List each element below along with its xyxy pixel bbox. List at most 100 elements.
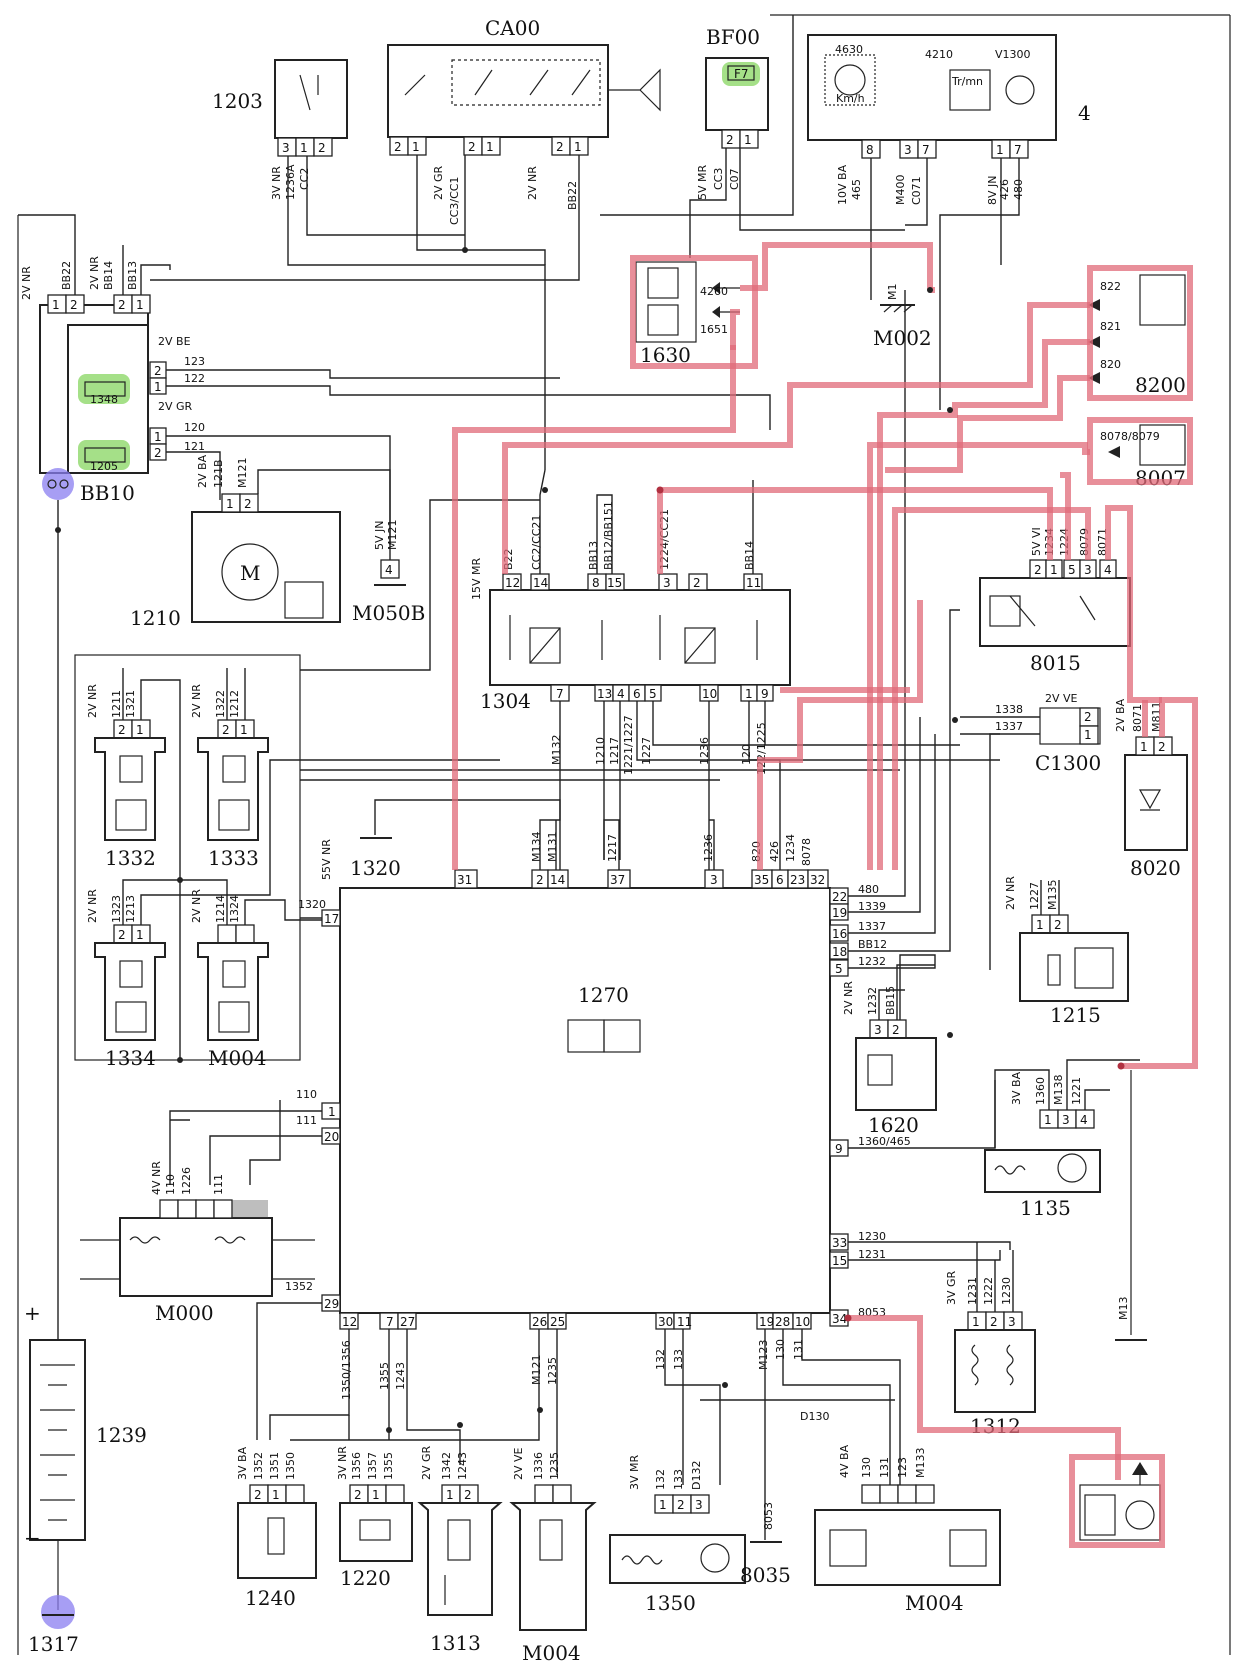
svg-text:BB15: BB15	[884, 986, 897, 1015]
svg-text:CC3: CC3	[712, 168, 725, 190]
svg-text:1356: 1356	[350, 1452, 363, 1480]
ecu-bottom-pins: 12 7 27 26 25 30 11 19 28 10	[339, 1312, 812, 1330]
svg-text:1211: 1211	[110, 690, 123, 718]
component-1215: 3 2 1620 2V NR 1232 BB15	[842, 981, 937, 1137]
svg-text:6: 6	[633, 687, 641, 701]
svg-text:32: 32	[810, 873, 825, 887]
svg-text:2: 2	[536, 873, 544, 887]
svg-text:2: 2	[1084, 710, 1092, 724]
ecu-top-pins: 31 2 14 37 3 35 6 23 32	[454, 869, 829, 889]
svg-text:133: 133	[672, 1469, 685, 1490]
svg-text:1: 1	[659, 1498, 667, 1512]
svg-text:1212: 1212	[228, 690, 241, 718]
svg-text:19: 19	[759, 1315, 774, 1329]
svg-text:M123: M123	[757, 1340, 770, 1371]
svg-text:M050B: M050B	[352, 601, 425, 625]
svg-text:3: 3	[1062, 1113, 1070, 1127]
svg-text:1: 1	[412, 140, 420, 154]
svg-text:15V MR: 15V MR	[470, 557, 483, 600]
svg-text:111: 111	[296, 1114, 317, 1127]
svg-text:8: 8	[592, 576, 600, 590]
component-8200: 822 821 820 8200	[1088, 274, 1186, 397]
svg-text:1323: 1323	[110, 895, 123, 923]
svg-text:123: 123	[896, 1457, 909, 1478]
component-instrument-panel: 4630 Km/h 4210 Tr/mn V1300 8 3 7 1 7 4	[807, 34, 1091, 159]
svg-text:2: 2	[118, 723, 126, 737]
svg-text:1135: 1135	[1020, 1196, 1071, 1220]
svg-text:1243: 1243	[394, 1362, 407, 1390]
svg-text:CC2/CC21: CC2/CC21	[530, 515, 543, 570]
svg-text:7: 7	[386, 1315, 394, 1329]
svg-text:C071: C071	[910, 176, 923, 205]
svg-text:5: 5	[835, 962, 843, 976]
ecu-top-wires	[539, 759, 781, 870]
svg-text:D130: D130	[800, 1410, 829, 1423]
svg-text:2: 2	[70, 298, 78, 312]
component-1333: 2 1 1334 2V NR 1323 1213	[86, 889, 166, 1070]
component-1135: M000 4V NR 110 1226 111	[80, 1161, 315, 1325]
svg-text:1: 1	[52, 298, 60, 312]
svg-text:110: 110	[164, 1174, 177, 1195]
battery-minus-icon: −	[24, 1526, 41, 1550]
svg-text:10: 10	[702, 687, 717, 701]
svg-text:1213: 1213	[124, 895, 137, 923]
svg-text:8015: 8015	[1030, 651, 1081, 675]
svg-text:1338: 1338	[995, 703, 1023, 716]
svg-text:BB14: BB14	[102, 261, 115, 290]
svg-text:1235: 1235	[546, 1357, 559, 1385]
svg-text:M134: M134	[530, 832, 543, 863]
svg-text:1239: 1239	[96, 1423, 147, 1447]
svg-text:8035: 8035	[740, 1563, 791, 1587]
svg-text:111: 111	[212, 1174, 225, 1195]
svg-text:110: 110	[296, 1088, 317, 1101]
svg-text:1214: 1214	[214, 895, 227, 923]
svg-text:1220: 1220	[340, 1566, 391, 1590]
svg-text:1222: 1222	[982, 1277, 995, 1305]
svg-text:2: 2	[468, 140, 476, 154]
svg-text:3: 3	[874, 1023, 882, 1037]
svg-text:1350: 1350	[284, 1452, 297, 1480]
component-bb00: + − 1239	[24, 1301, 147, 1610]
ground-m002: M1 M002	[873, 284, 932, 351]
svg-text:9: 9	[761, 687, 769, 701]
svg-text:1357: 1357	[366, 1452, 379, 1480]
svg-text:19: 19	[832, 906, 847, 920]
component-ca00: 2 1 2 1 2 1 CA00	[387, 16, 661, 156]
svg-text:1236A: 1236A	[284, 164, 297, 200]
junction-dots	[55, 247, 1125, 1433]
component-1270: 1 2 1215 2V NR 1227 M135	[1004, 876, 1129, 1027]
svg-text:1227: 1227	[640, 737, 653, 765]
svg-text:1217: 1217	[608, 737, 621, 765]
svg-text:1352: 1352	[285, 1280, 313, 1293]
relay-wire-labels: 15V MR B22 CC2/CC21 BB13 BB12/BB151 1224…	[470, 501, 768, 775]
battery-plus-icon: +	[24, 1301, 41, 1325]
svg-text:2: 2	[254, 1488, 262, 1502]
svg-text:1350: 1350	[645, 1591, 696, 1615]
svg-text:2V VE: 2V VE	[1045, 692, 1078, 705]
svg-text:55V NR: 55V NR	[320, 839, 333, 880]
svg-text:34: 34	[832, 1312, 847, 1326]
svg-text:33: 33	[832, 1236, 847, 1250]
svg-text:1: 1	[136, 298, 144, 312]
svg-text:1324: 1324	[228, 895, 241, 923]
svg-text:7: 7	[922, 143, 930, 157]
svg-text:2: 2	[556, 140, 564, 154]
svg-text:3: 3	[710, 873, 718, 887]
svg-text:1313: 1313	[430, 1631, 481, 1655]
svg-text:1322: 1322	[214, 690, 227, 718]
svg-text:8020: 8020	[1130, 856, 1181, 880]
svg-text:1312: 1312	[970, 1414, 1021, 1438]
svg-text:1320: 1320	[350, 856, 401, 880]
svg-text:1337: 1337	[858, 920, 886, 933]
svg-text:1350/1356: 1350/1356	[340, 1340, 353, 1400]
svg-text:2V NR: 2V NR	[88, 256, 101, 290]
svg-text:8V JN: 8V JN	[986, 176, 999, 206]
svg-text:CC2: CC2	[298, 168, 311, 190]
svg-text:3V GR: 3V GR	[945, 1270, 958, 1305]
svg-text:14: 14	[550, 873, 565, 887]
ecu-right-pins: 22 19 16 18 5 9 33 15 34	[829, 887, 849, 1327]
svg-text:2: 2	[244, 497, 252, 511]
svg-text:1243: 1243	[456, 1452, 469, 1480]
svg-text:1: 1	[1050, 563, 1058, 577]
svg-text:130: 130	[774, 1339, 787, 1360]
